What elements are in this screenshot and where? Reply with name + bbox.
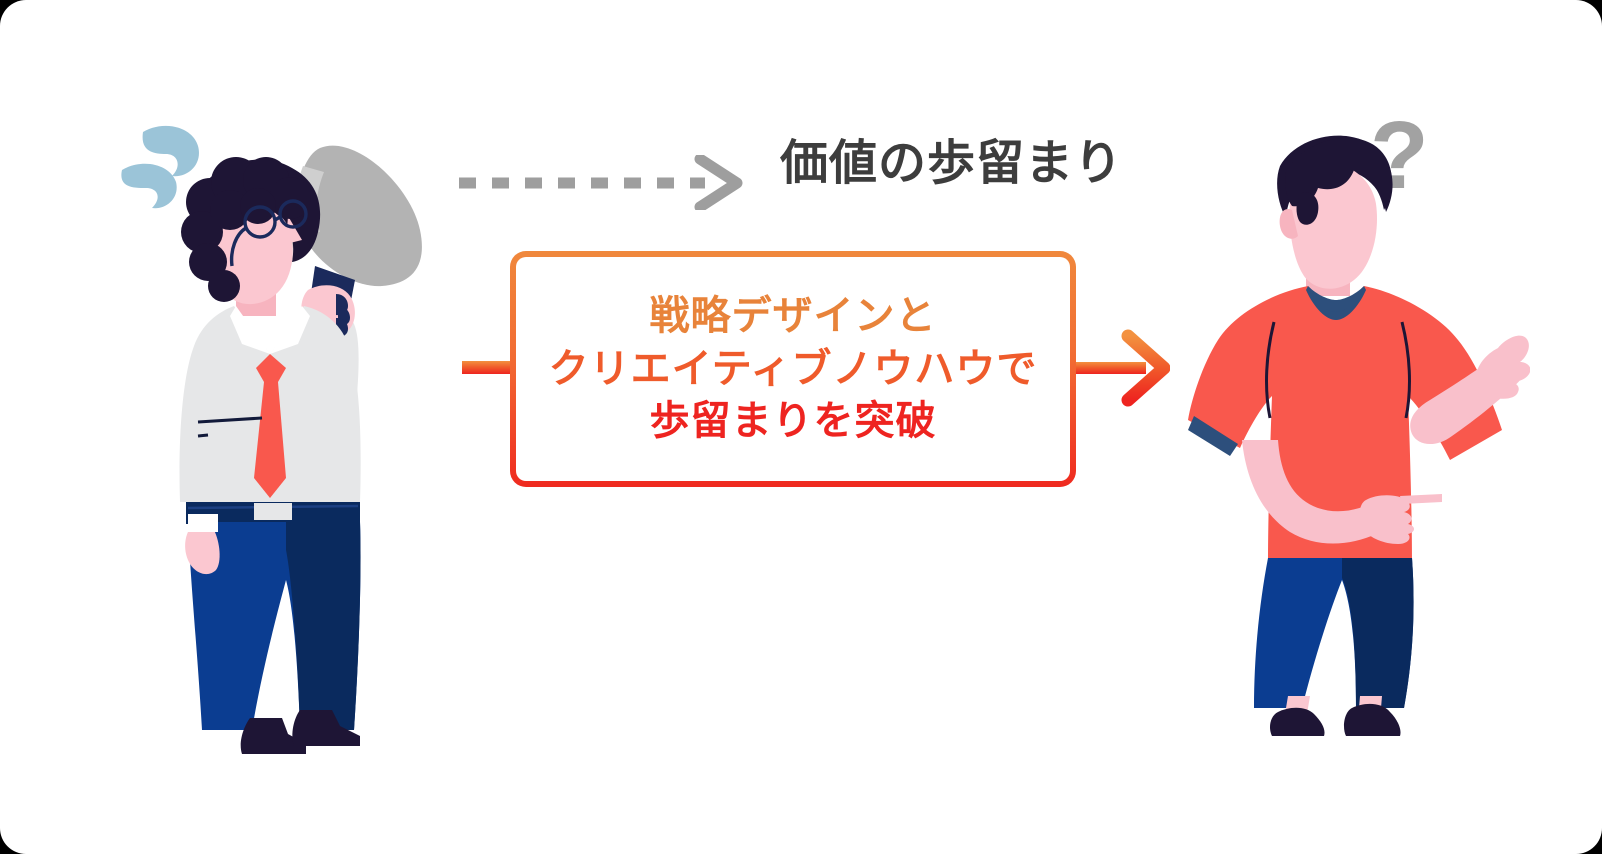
right-person-illustration bbox=[1188, 135, 1530, 736]
right-person-crossing-arm bbox=[1242, 440, 1442, 544]
callout-right-arrow-icon bbox=[1066, 329, 1170, 407]
callout-box: 戦略デザインと クリエイティブノウハウで 歩留まりを突破 bbox=[510, 251, 1076, 487]
belt-buckle bbox=[254, 503, 292, 520]
dashed-right-arrow-icon bbox=[459, 155, 743, 210]
pocket-lines bbox=[197, 416, 263, 438]
left-person-illustration bbox=[121, 125, 422, 754]
callout-line-2: クリエイティブノウハウで bbox=[548, 346, 1038, 391]
callout-line-1: 戦略デザインと bbox=[649, 293, 937, 338]
right-person-shoes bbox=[1270, 703, 1401, 736]
left-person-shoes bbox=[240, 710, 360, 754]
sweat-drops-icon bbox=[121, 125, 199, 209]
necktie-icon bbox=[254, 354, 286, 498]
right-person-pointing-arm bbox=[1410, 335, 1530, 445]
value-retention-label: 価値の歩留まり bbox=[780, 137, 1124, 190]
callout-line-3: 歩留まりを突破 bbox=[649, 399, 937, 444]
callout-left-connector-icon bbox=[462, 361, 518, 374]
left-person-hair bbox=[181, 157, 311, 302]
glasses-icon bbox=[229, 199, 308, 267]
callout-group: 戦略デザインと クリエイティブノウハウで 歩留まりを突破 bbox=[462, 248, 1170, 498]
